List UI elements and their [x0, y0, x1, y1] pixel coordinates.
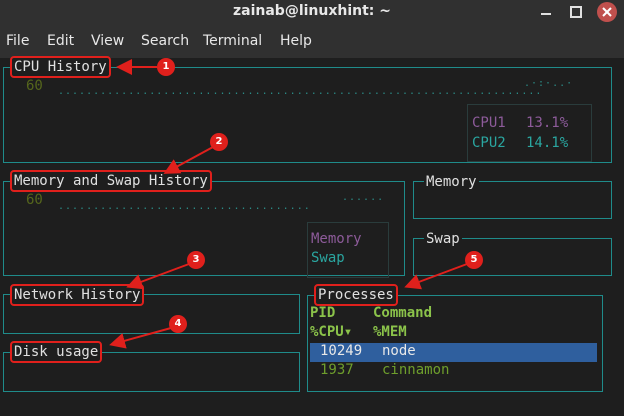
- swap-title: Swap: [424, 230, 462, 248]
- cpu-graph-peak: .·:·..·: [524, 78, 574, 89]
- memory-legend-label: Memory: [311, 231, 362, 247]
- annotation-badge-4: 4: [169, 315, 187, 333]
- cpu-graph-line: ........................................…: [58, 86, 543, 97]
- process-command: cinnamon: [382, 362, 450, 378]
- arrow-3: [126, 263, 190, 290]
- cpu-history-panel: [3, 67, 612, 163]
- process-row[interactable]: 1937 cinnamon: [310, 362, 597, 381]
- annotation-badge-2: 2: [210, 133, 228, 151]
- column-pid[interactable]: PID: [310, 305, 336, 321]
- annotation-badge-1: 1: [157, 58, 175, 76]
- minimize-icon[interactable]: [536, 2, 556, 22]
- arrow-5: [404, 263, 468, 290]
- arrow-2: [163, 146, 214, 174]
- menu-edit[interactable]: Edit: [47, 33, 75, 49]
- memory-swap-history-title: Memory and Swap History: [10, 170, 212, 192]
- cpu-axis-value: 60: [26, 78, 43, 94]
- memory-graph-line: ....................................: [58, 201, 311, 212]
- title-bar: zainab@linuxhint: ~: [0, 0, 624, 24]
- annotation-badge-3: 3: [187, 251, 205, 269]
- maximize-icon[interactable]: [566, 2, 586, 22]
- column-cpu[interactable]: %CPU▾: [310, 324, 353, 340]
- network-history-title: Network History: [9, 284, 145, 306]
- column-command[interactable]: Command: [373, 305, 433, 321]
- memory-title: Memory: [424, 173, 479, 191]
- process-row-selected[interactable]: 10249 node: [310, 343, 597, 362]
- processes-title: Processes: [314, 284, 398, 306]
- swap-legend-label: Swap: [311, 250, 345, 266]
- cpu2-value: 14.1%: [526, 135, 569, 151]
- cpu-history-title: CPU History: [10, 56, 111, 78]
- cpu1-label: CPU1: [472, 115, 506, 131]
- menu-view[interactable]: View: [91, 33, 125, 49]
- process-command: node: [382, 343, 416, 359]
- memory-legend-box: [307, 222, 389, 278]
- process-pid: 10249: [320, 343, 363, 359]
- menu-search[interactable]: Search: [141, 33, 190, 49]
- menu-help[interactable]: Help: [280, 33, 312, 49]
- cpu2-label: CPU2: [472, 135, 506, 151]
- disk-usage-title: Disk usage: [9, 341, 103, 363]
- menu-terminal[interactable]: Terminal: [203, 33, 263, 49]
- arrow-4: [109, 327, 172, 349]
- disk-usage-panel: [3, 352, 300, 392]
- memory-axis-value: 60: [26, 192, 43, 208]
- processes-panel: [307, 295, 603, 392]
- menu-bar: File Edit View Search Terminal Help: [0, 24, 624, 58]
- column-mem[interactable]: %MEM: [373, 324, 407, 340]
- memory-graph-peak: ......: [342, 192, 385, 203]
- close-icon[interactable]: [597, 2, 617, 22]
- cpu1-value: 13.1%: [526, 115, 569, 131]
- menu-file[interactable]: File: [6, 33, 30, 49]
- process-pid: 1937: [320, 362, 354, 378]
- cpu-legend-box: [467, 104, 592, 162]
- memory-panel: [413, 181, 612, 219]
- annotation-badge-5: 5: [465, 251, 483, 269]
- swap-panel: [413, 238, 612, 276]
- window-title: zainab@linuxhint: ~: [232, 3, 392, 19]
